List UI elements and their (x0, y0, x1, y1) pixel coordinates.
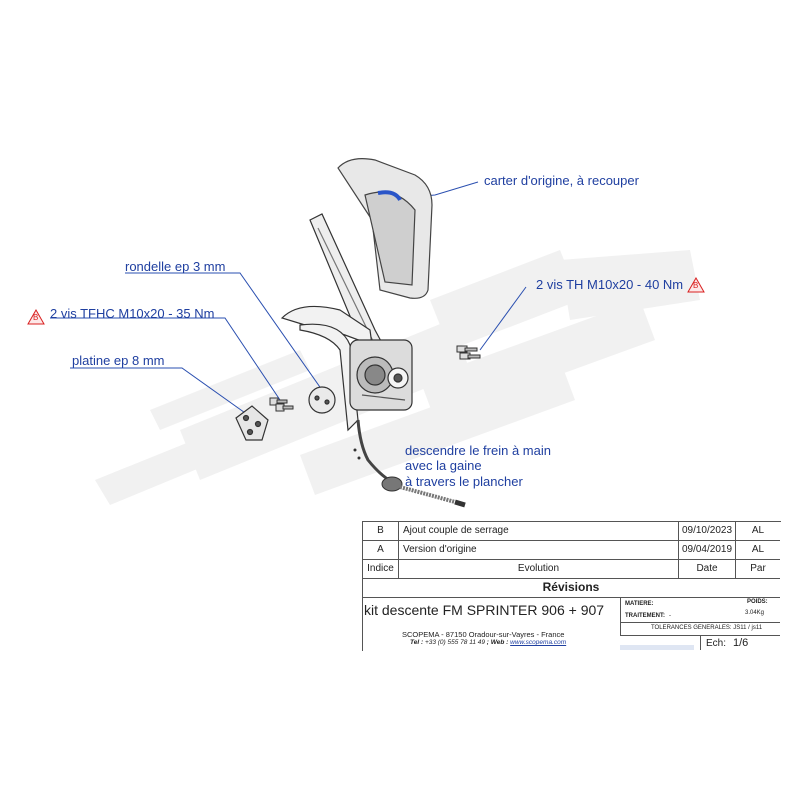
web-label: ; Web : (485, 639, 511, 646)
tel-label: Tel : (410, 639, 425, 646)
revision-date: 09/04/2019 (678, 540, 735, 559)
company-address: SCOPEMA - 87150 Oradour-sur-Vayres - Fra… (402, 630, 565, 639)
carter-part (337, 158, 433, 299)
divider (620, 622, 780, 623)
revision-by: AL (735, 540, 780, 559)
header-evolution: Evolution (398, 559, 678, 578)
divider (700, 635, 701, 650)
header-by: Par (735, 559, 780, 578)
washer-part (308, 386, 336, 414)
leader-lines (50, 181, 527, 416)
label-platine: platine ep 8 mm (72, 353, 165, 368)
phone-number: +33 (0) 555 78 11 49 (424, 639, 485, 646)
traitement-value: - (669, 613, 671, 619)
label-frein-line2: avec la gaine (405, 458, 482, 473)
logo-partial (620, 645, 694, 650)
revision-mark-right: B (693, 281, 699, 290)
label-vis-th: 2 vis TH M10x20 - 40 Nm (536, 277, 684, 292)
revision-date: 09/10/2023 (678, 521, 735, 540)
revision-evolution: Ajout couple de serrage (398, 521, 678, 540)
traitement-label: TRAITEMENT: (625, 613, 665, 619)
scale-label: Ech: (706, 638, 727, 649)
label-carter: carter d'origine, à recouper (484, 173, 639, 188)
header-index: Indice (362, 559, 398, 578)
matiere-label: MATIERE: (625, 601, 654, 607)
revision-header-row: Indice Evolution Date Par (362, 559, 780, 579)
poids-label: POIDS: (747, 599, 768, 605)
leader-vis-th (479, 286, 527, 351)
cable-dots (353, 448, 361, 460)
revision-triangle-right (687, 276, 705, 293)
title-block-frame (362, 521, 781, 651)
scale-value: 1/6 (733, 637, 749, 649)
bracket-mechanism (280, 305, 413, 432)
revision-index: A (362, 540, 398, 559)
revision-row: A Version d'origine 09/04/2019 AL (362, 540, 780, 560)
title-block: B Ajout couple de serrage 09/10/2023 AL … (362, 521, 781, 651)
poids-value: 3.04Kg (745, 610, 765, 616)
header-date: Date (678, 559, 735, 578)
th-screws (456, 345, 481, 360)
label-frein-line1: descendre le frein à main (405, 443, 551, 458)
brake-cable (356, 419, 466, 508)
company-contact: Tel : +33 (0) 555 78 11 49 ; Web : www.s… (410, 639, 566, 646)
tolerances: TOLERANCES GENERALES: JS11 / js11 (651, 625, 763, 631)
label-rondelle: rondelle ep 3 mm (125, 259, 226, 274)
leader-platine (70, 367, 249, 416)
product-title: kit descente FM SPRINTER 906 + 907 (364, 602, 605, 618)
revision-row: B Ajout couple de serrage 09/10/2023 AL (362, 521, 780, 541)
revision-triangle-left (27, 308, 45, 325)
revision-evolution: Version d'origine (398, 540, 678, 559)
label-vis-tfhc: 2 vis TFHC M10x20 - 35 Nm (50, 306, 215, 321)
divider (620, 597, 621, 635)
label-frein-line3: à travers le plancher (405, 474, 523, 489)
revisions-title: Révisions (362, 578, 780, 598)
tfhc-screws (269, 397, 294, 412)
plate-part (235, 405, 269, 441)
leader-rondelle (125, 272, 323, 391)
revision-index: B (362, 521, 398, 540)
website-link[interactable]: www.scopema.com (510, 639, 567, 646)
leader-vis-tfhc (50, 317, 281, 401)
revision-mark-left: B (33, 313, 39, 322)
revision-by: AL (735, 521, 780, 540)
